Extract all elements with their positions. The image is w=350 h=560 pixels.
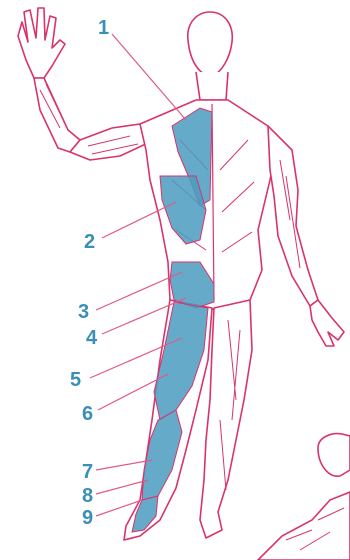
label-7: 7 [82, 462, 93, 482]
label-9: 9 [82, 508, 93, 528]
label-3: 3 [78, 302, 89, 322]
label-6: 6 [82, 404, 93, 424]
hanging-arm [268, 126, 344, 346]
raised-arm [18, 8, 150, 160]
label-4: 4 [86, 328, 97, 348]
leader-line-8 [96, 480, 148, 494]
label-1: 1 [98, 18, 109, 38]
hamstring-region [154, 302, 208, 420]
label-5: 5 [70, 370, 81, 390]
secondary-figure [258, 434, 350, 560]
ankle-region [132, 496, 158, 532]
label-2: 2 [84, 232, 95, 252]
leader-line-1 [112, 34, 186, 120]
leader-line-7 [96, 460, 152, 470]
label-8: 8 [82, 486, 93, 506]
